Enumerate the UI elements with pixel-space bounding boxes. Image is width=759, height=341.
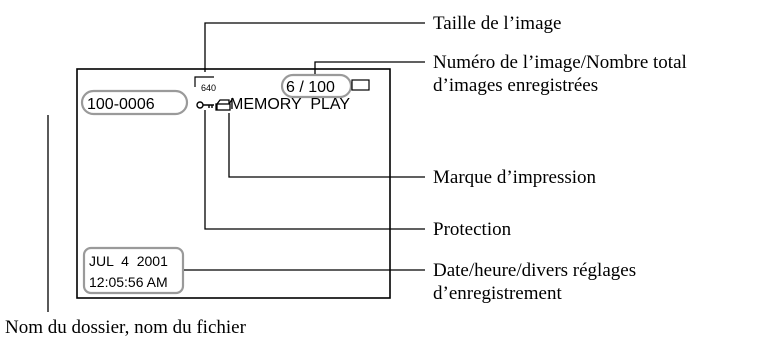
label-image-number-line1: Numéro de l’image/Nombre total — [433, 52, 687, 73]
key-icon — [196, 101, 214, 109]
recording-time: 12:05:56 AM — [89, 274, 168, 290]
image-counter-highlight — [280, 73, 353, 99]
label-folder-file-name: Nom du dossier, nom du fichier — [5, 317, 247, 338]
label-image-number-line2: d’images enregistrées — [433, 75, 598, 96]
date-time-highlight — [82, 246, 185, 295]
protection-callout-line — [204, 110, 425, 230]
image-size-value: 640 — [201, 83, 216, 93]
label-date-line2: d’enregistrement — [433, 283, 562, 304]
size-callout-line — [204, 22, 425, 72]
counter-callout-line — [314, 61, 425, 74]
memory-play-mode: MEMORY PLAY — [230, 96, 350, 113]
folder-file-highlight — [80, 89, 189, 116]
label-image-size: Taille de l’image — [433, 13, 561, 34]
print-mark-icon — [215, 97, 234, 111]
label-date-line1: Date/heure/divers réglages — [433, 260, 636, 281]
label-protection: Protection — [433, 219, 512, 240]
lcd-screen-frame — [76, 68, 391, 299]
recording-date: JUL 4 2001 — [89, 253, 168, 269]
image-size-icon — [194, 76, 214, 87]
folder-file-number: 100-0006 — [87, 96, 155, 113]
battery-icon — [351, 79, 370, 91]
label-print-mark: Marque d’impression — [433, 167, 597, 188]
print-mark-callout-line — [228, 113, 425, 178]
image-counter: 6 / 100 — [286, 79, 335, 96]
